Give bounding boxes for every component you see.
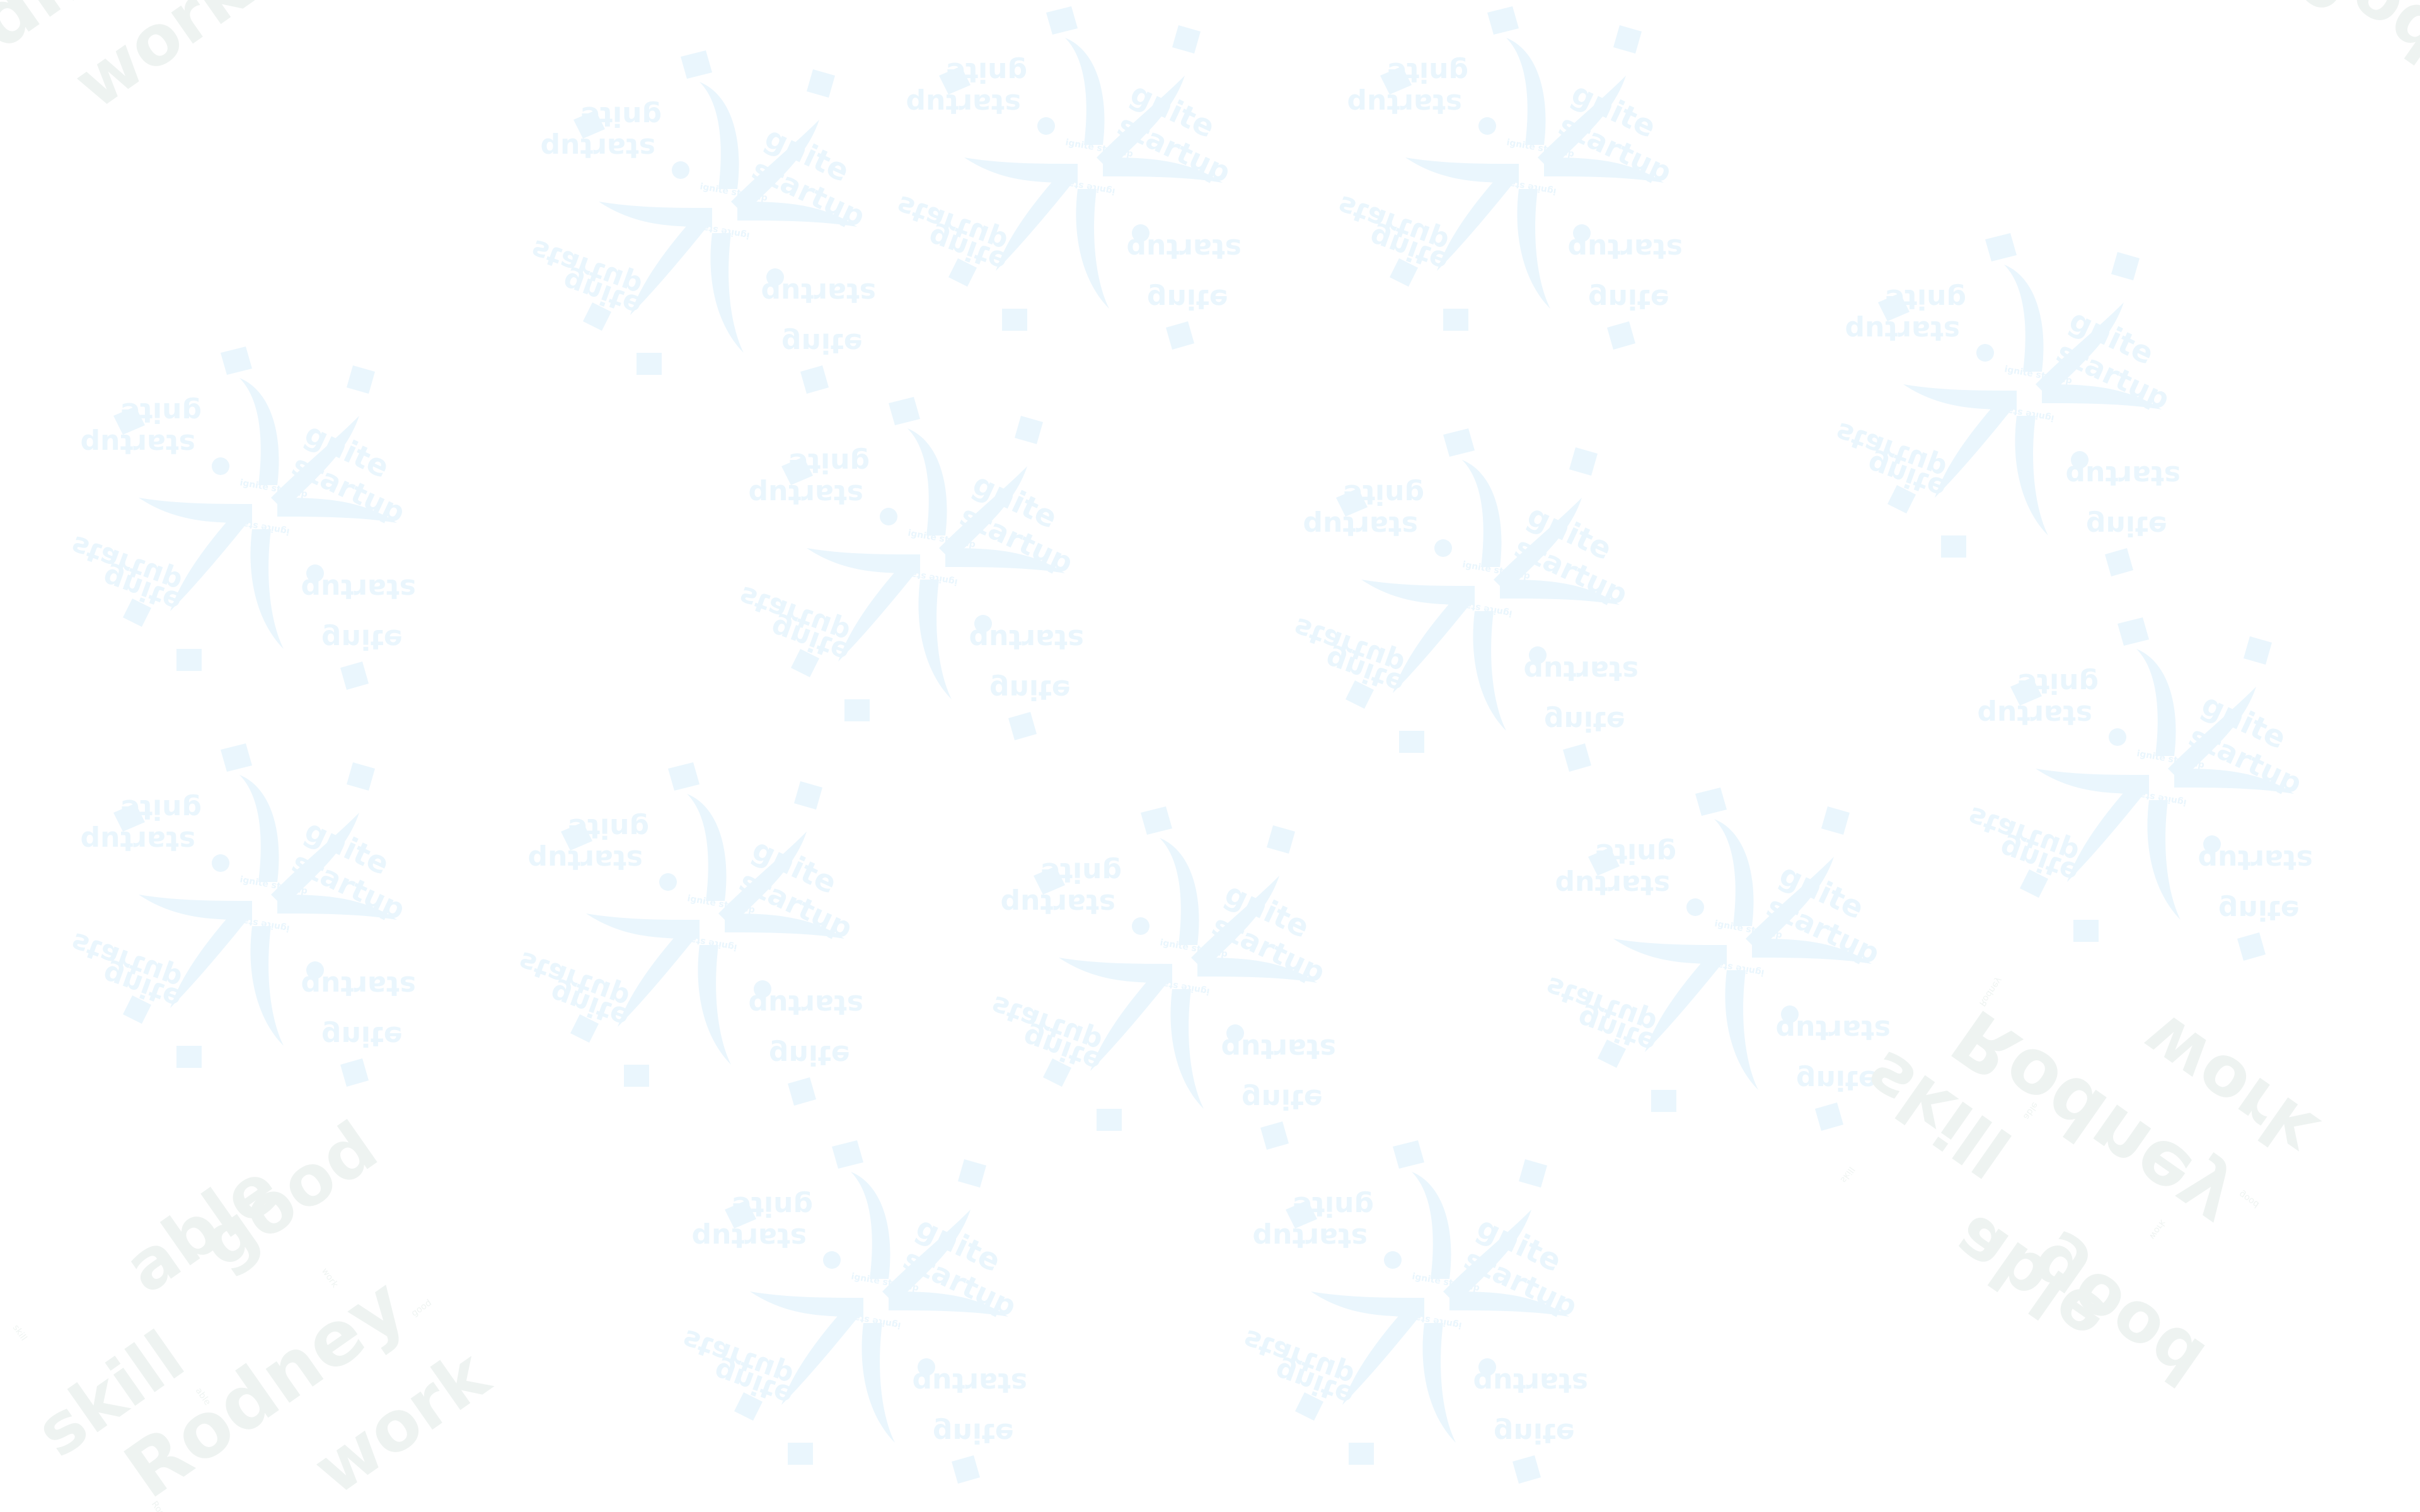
logo-text-startup-mirror: startup [1978,699,2092,731]
ignite-logo-graphic: gnite startup gnite startup startup gnit… [527,50,876,394]
ignite-startup-logo-icon: gnite startup gnite startup startup gnit… [527,38,901,394]
logo-text-startup-inverted: startup [2198,844,2313,876]
ignite-logo-graphic: gnite startup gnite startup startup gnit… [1289,428,1639,772]
ignite-startup-logo-icon: gnite startup gnite startup startup gnit… [1239,1128,1613,1484]
logo-text-startup-inverted: startup [301,573,416,605]
logo-text-ignite-inverted: gnite [1544,705,1625,737]
cloud-word-work: work [59,0,263,125]
cloud-word-good: good [2013,1223,2220,1402]
ignite-startup-logo-icon: gnite startup gnite startup startup gnit… [735,384,1109,740]
logo-text-ignite-inverted: gnite [781,327,863,359]
logo-text-ignite-inverted: gnite [1796,1064,1877,1096]
logo-text-startup-inverted: startup [1221,1033,1336,1065]
cloud-small-word: skill [10,1323,29,1343]
logo-text-ignite-mirror: gnite [120,793,202,825]
ignite-startup-logo-icon: gnite startup gnite startup startup gnit… [1964,605,2338,961]
logo-text-ignite-mirror: gnite [1595,837,1676,869]
logo-text-startup-mirror: startup [81,825,195,857]
logo-text-startup-inverted: startup [1776,1014,1891,1046]
logo-text-startup-mirror: startup [1555,869,1670,901]
ignite-startup-logo-icon: gnite startup gnite startup startup gnit… [1289,416,1664,772]
cloud-small-word: good [2237,1188,2261,1210]
ignite-startup-logo-icon: gnite startup gnite startup startup gnit… [987,794,1361,1150]
ignite-logo-graphic: gnite startup gnite startup startup gnit… [987,806,1336,1150]
ignite-startup-logo-icon: gnite startup gnite startup startup gnit… [678,1128,1052,1484]
logo-text-startup-inverted: startup [1524,655,1639,687]
logo-text-startup-mirror: startup [1845,314,1960,346]
logo-text-startup-mirror: startup [528,844,643,876]
logo-text-ignite-mirror: gnite [580,100,662,132]
logo-text-ignite-inverted: gnite [933,1417,1014,1449]
ignite-logo-graphic: gnite startup gnite startup startup gnit… [1541,788,1891,1131]
logo-text-startup-inverted: startup [969,623,1084,655]
logo-text-ignite-inverted: gnite [2086,510,2167,542]
logo-text-ignite-mirror: gnite [1387,56,1468,88]
logo-text-ignite-inverted: gnite [321,623,403,655]
logo-text-startup-mirror: startup [81,428,195,460]
logo-text-startup-inverted: startup [913,1366,1027,1399]
logo-text-startup-mirror: startup [541,132,655,164]
ignite-logo-graphic: gnite startup gnite startup startup gnit… [892,6,1242,350]
logo-text-ignite-inverted: gnite [989,673,1071,706]
logo-text-startup-inverted: startup [2066,459,2181,491]
ignite-logo-graphic: gnite startup gnite startup startup gnit… [1239,1140,1588,1484]
word-cloud-icon: skill able good Rodney work skill work g… [0,0,328,130]
logo-text-ignite-inverted: gnite [1242,1083,1323,1115]
logo-text-ignite-mirror: gnite [1293,1190,1374,1222]
ignite-startup-logo-icon: gnite startup gnite startup startup gnit… [892,0,1267,350]
ignite-startup-logo-icon: gnite startup gnite startup startup gnit… [1831,220,2206,576]
logo-text-startup-mirror: startup [692,1222,807,1254]
ignite-logo-graphic: gnite startup gnite startup startup gnit… [67,346,416,690]
logo-text-startup-inverted: startup [761,277,876,309]
logo-text-ignite-inverted: gnite [2218,894,2300,926]
logo-text-ignite-mirror: gnite [732,1190,813,1222]
ignite-startup-logo-icon: gnite startup gnite startup startup gnit… [1541,775,1916,1131]
ignite-startup-logo-icon: gnite startup gnite startup startup gnit… [67,731,441,1087]
logo-text-startup-inverted: startup [1127,232,1242,265]
word-cloud-icon: skill able good Rodney work skill work g… [2067,0,2420,126]
logo-text-startup-inverted: startup [749,988,863,1021]
logo-text-ignite-mirror: gnite [1040,856,1122,888]
logo-text-startup-mirror: startup [1303,510,1418,542]
ignite-logo-graphic: gnite startup gnite startup startup gnit… [1964,617,2313,961]
word-cloud-icon: skill able good Rodney work skill work g… [0,1058,567,1512]
logo-text-ignite-mirror: gnite [946,56,1027,88]
ignite-logo-graphic: gnite startup gnite startup startup gnit… [735,397,1084,740]
cloud-small-word: skill [1838,1164,1857,1184]
logo-text-startup-inverted: startup [301,970,416,1002]
logo-text-startup-mirror: startup [906,88,1021,120]
cloud-small-word: good [410,1297,434,1319]
ignite-startup-logo-icon: gnite startup gnite startup startup gnit… [67,334,441,690]
word-cloud-icon: skill able good Rodney work skill work g… [1828,975,2395,1449]
logo-text-startup-inverted: startup [1568,232,1683,265]
logo-text-ignite-inverted: gnite [321,1020,403,1052]
logo-text-startup-mirror: startup [749,478,863,510]
cloud-small-word: work [2146,1218,2168,1241]
logo-text-ignite-inverted: gnite [1588,283,1669,315]
logo-text-ignite-inverted: gnite [1147,283,1228,315]
logo-text-ignite-mirror: gnite [1885,283,1966,315]
logo-text-ignite-mirror: gnite [120,396,202,428]
logo-text-startup-inverted: startup [1473,1366,1588,1399]
logo-text-ignite-inverted: gnite [1494,1417,1575,1449]
logo-text-startup-mirror: startup [1253,1222,1368,1254]
logo-text-ignite-mirror: gnite [788,447,870,479]
ignite-startup-logo-icon: gnite startup gnite startup startup gnit… [514,750,889,1106]
ignite-logo-graphic: gnite startup gnite startup startup gnit… [67,743,416,1087]
ignite-startup-logo-icon: gnite startup gnite startup startup gnit… [1334,0,1708,350]
logo-text-ignite-mirror: gnite [1343,478,1424,510]
ignite-logo-graphic: gnite startup gnite startup startup gnit… [678,1140,1027,1484]
logo-text-ignite-mirror: gnite [568,812,649,844]
ignite-logo-graphic: gnite startup gnite startup startup gnit… [514,762,863,1106]
logo-text-startup-mirror: startup [1347,88,1462,120]
ignite-logo-graphic: gnite startup gnite startup startup gnit… [1831,233,2181,576]
logo-text-ignite-mirror: gnite [2017,667,2099,699]
ignite-logo-graphic: gnite startup gnite startup startup gnit… [1334,6,1683,350]
logo-text-startup-mirror: startup [1001,888,1115,920]
cloud-word-good: good [185,1106,392,1284]
logo-text-ignite-inverted: gnite [769,1039,850,1071]
